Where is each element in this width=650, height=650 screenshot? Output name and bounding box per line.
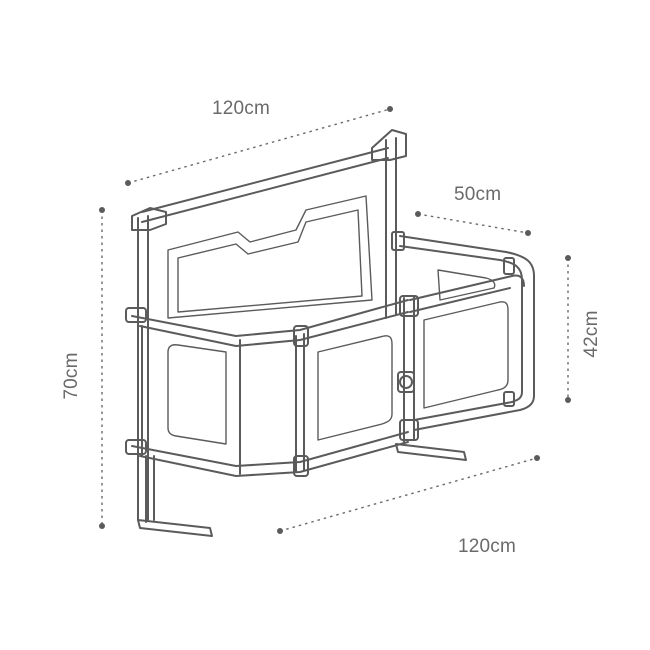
total-height-label: 70cm xyxy=(61,352,82,400)
dimension-bottom-width xyxy=(277,455,540,534)
bottom-width-label: 120cm xyxy=(458,536,517,557)
side-frame xyxy=(391,231,535,431)
top-width-label: 120cm xyxy=(212,98,271,119)
dimension-total-height xyxy=(99,207,105,529)
rail-height-label: 42cm xyxy=(581,310,602,358)
front-panel xyxy=(125,295,419,477)
dimension-top-width xyxy=(125,106,393,186)
dimension-rail-height xyxy=(565,255,571,403)
support-feet xyxy=(137,443,467,537)
depth-label: 50cm xyxy=(454,184,502,205)
back-panel xyxy=(131,129,407,521)
dimension-depth xyxy=(415,211,531,236)
